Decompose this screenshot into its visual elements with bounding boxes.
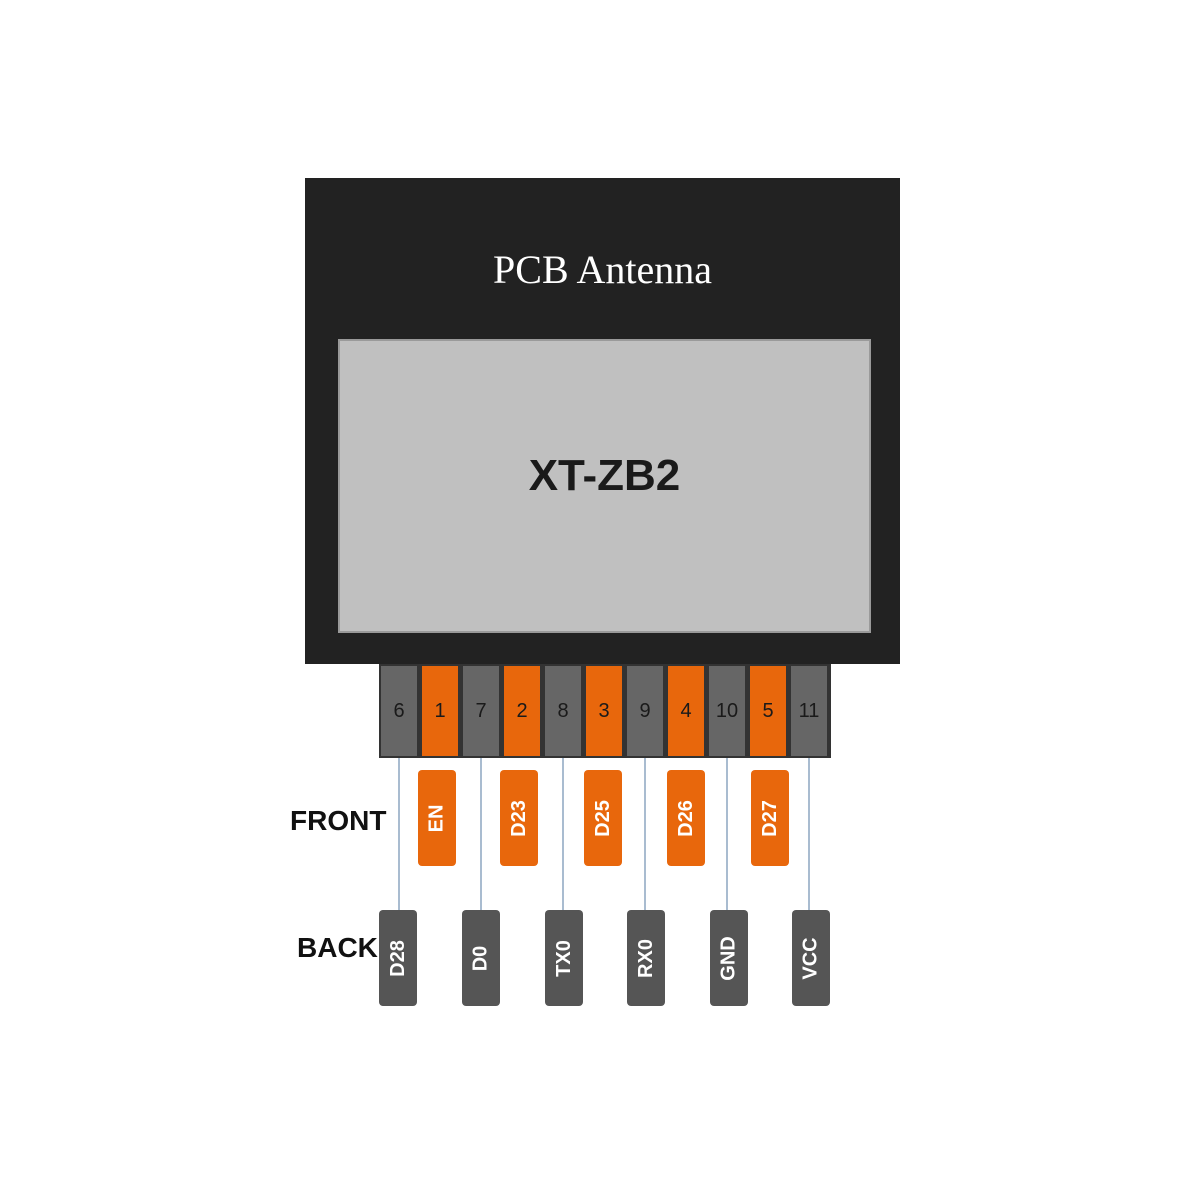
back-signal-tag: RX0 [627,910,665,1006]
pin-6: 6 [381,666,417,756]
back-signal-tag: VCC [792,910,830,1006]
pin-2: 2 [504,666,540,756]
signal-label: RX0 [634,938,657,978]
lead-line [562,758,564,914]
signal-label: D27 [758,799,781,837]
signal-label: D23 [507,799,530,837]
signal-label: D28 [386,939,409,977]
lead-line [726,758,728,914]
pin-11: 11 [791,666,827,756]
pin-number: 11 [798,699,820,722]
antenna-label: PCB Antenna [493,247,712,292]
pin-number: 9 [639,699,651,722]
pin-4: 4 [668,666,704,756]
lead-line [398,758,400,914]
signal-label: D25 [591,799,614,837]
back-signal-tag: D0 [462,910,500,1006]
back-signal-tag: TX0 [545,910,583,1006]
front-signal-tag: D25 [584,770,622,866]
rf-shield: XT-ZB2 [338,339,871,633]
front-signal-tag: D27 [751,770,789,866]
pin-1: 1 [422,666,458,756]
pin-7: 7 [463,666,499,756]
pin-10: 10 [709,666,745,756]
pin-number: 4 [680,699,692,722]
pin-number: 5 [762,699,774,722]
signal-label: VCC [799,936,822,980]
back-signal-tag: D28 [379,910,417,1006]
signal-label: D26 [674,799,697,837]
pin-5: 5 [750,666,786,756]
back-row-label: BACK [297,932,378,963]
front-signal-tag: D26 [667,770,705,866]
lead-line [808,758,810,914]
pin-number: 1 [434,699,446,722]
pin-9: 9 [627,666,663,756]
model-label: XT-ZB2 [528,451,681,500]
pin-number: 8 [557,699,569,722]
signal-label: D0 [469,945,492,971]
pin-number: 10 [715,699,739,722]
pin-number: 2 [516,699,528,722]
front-signal-tag: EN [418,770,456,866]
pin-number: 7 [475,699,487,722]
lead-line [480,758,482,914]
lead-line [644,758,646,914]
pin-number: 6 [393,699,405,722]
signal-label: TX0 [552,939,575,977]
signal-label: GND [717,935,740,981]
front-row-label: FRONT [290,805,387,836]
pin-3: 3 [586,666,622,756]
front-signal-tag: D23 [500,770,538,866]
back-signal-tag: GND [710,910,748,1006]
pin-8: 8 [545,666,581,756]
pin-number: 3 [598,699,610,722]
module-body: PCB Antenna XT-ZB2 [305,178,900,664]
signal-label: EN [425,804,448,832]
